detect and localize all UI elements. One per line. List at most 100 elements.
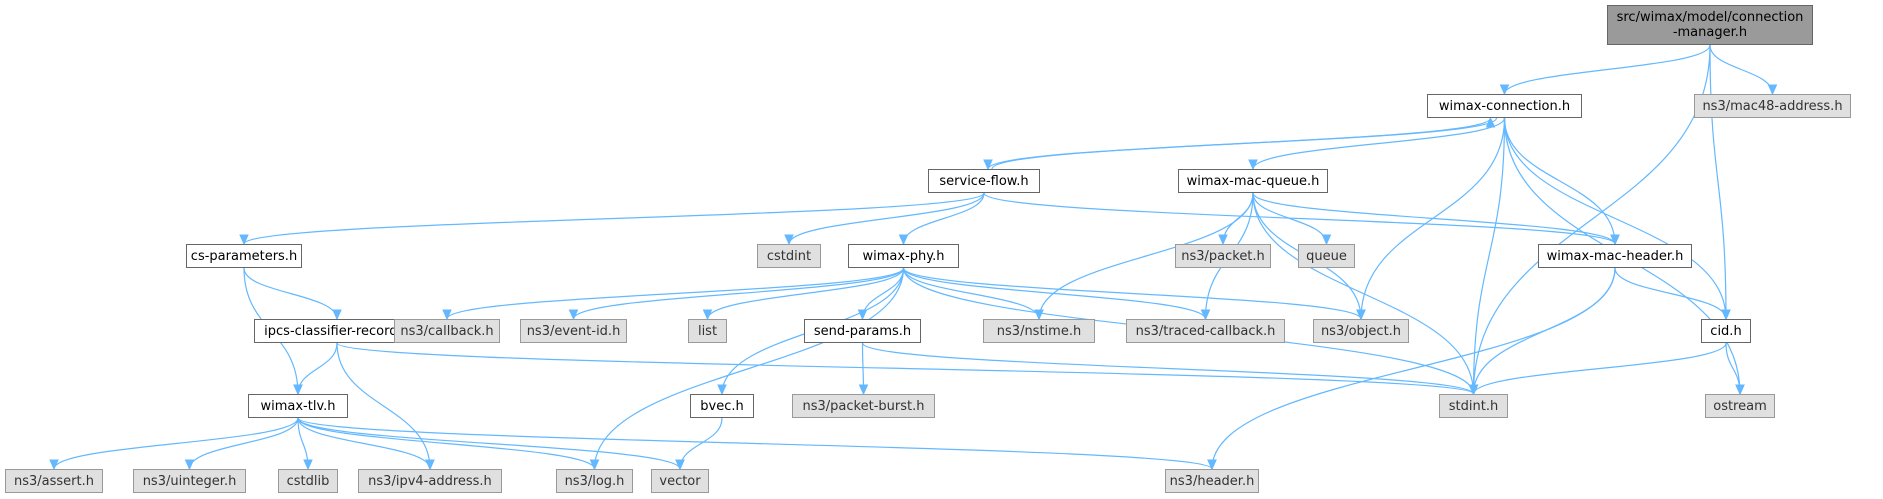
edge-ipcs-to-ipv4 <box>336 342 431 470</box>
node-wmq[interactable]: wimax-mac-queue.h <box>1178 169 1328 193</box>
edge-tlv-to-log <box>297 417 596 470</box>
node-wmh[interactable]: wimax-mac-header.h <box>1538 244 1692 268</box>
edge-root-to-mac48 <box>1709 44 1774 95</box>
edge-csparam-to-ipcs <box>243 267 338 320</box>
node-ipcs[interactable]: ipcs-classifier-record.h <box>254 319 420 343</box>
node-label: ns3/object.h <box>1320 323 1402 339</box>
node-label: queue <box>1306 248 1347 264</box>
node-label: ns3/ipv4-address.h <box>368 473 492 489</box>
node-assert: ns3/assert.h <box>5 469 103 493</box>
edge-tlv-to-assert <box>53 417 299 470</box>
node-tcb: ns3/traced-callback.h <box>1126 319 1285 343</box>
node-list: list <box>688 319 727 343</box>
node-sflow[interactable]: service-flow.h <box>928 169 1040 193</box>
edge-wphy-to-object <box>902 267 1362 320</box>
edge-sflow-to-wphy <box>902 192 985 245</box>
node-label: ns3/callback.h <box>400 323 494 339</box>
node-label: wimax-mac-queue.h <box>1186 173 1320 189</box>
node-object: ns3/object.h <box>1313 319 1409 343</box>
node-label: wimax-connection.h <box>1438 98 1571 114</box>
node-label: ns3/assert.h <box>14 473 94 489</box>
node-wphy[interactable]: wimax-phy.h <box>848 244 959 268</box>
arrowhead-tlv-to-log <box>589 459 600 471</box>
node-ostream: ostream <box>1705 394 1775 418</box>
node-label: ns3/uinteger.h <box>142 473 237 489</box>
edge-sendp-to-stdint <box>861 342 1475 395</box>
node-label: vector <box>659 473 701 489</box>
node-nstime: ns3/nstime.h <box>983 319 1095 343</box>
node-uinteger: ns3/uinteger.h <box>133 469 246 493</box>
node-label: ipcs-classifier-record.h <box>264 323 410 339</box>
arrowhead-tlv-to-vector <box>675 459 685 471</box>
edge-wconn-to-cid <box>1503 117 1727 320</box>
arrowhead-ipcs-to-tlv <box>293 384 303 396</box>
edge-wmq-to-stdint <box>1252 192 1475 395</box>
node-label: ostream <box>1713 398 1767 414</box>
arrowhead-wphy-to-eventid <box>568 309 579 321</box>
arrowhead-wphy-to-tcb <box>1200 309 1211 321</box>
node-cstdlib: cstdlib <box>278 469 338 493</box>
arrowhead-sflow-to-cstdint <box>784 234 794 246</box>
node-label: ns3/traced-callback.h <box>1135 323 1276 339</box>
node-packet: ns3/packet.h <box>1175 244 1271 268</box>
node-label: cs-parameters.h <box>190 248 298 264</box>
node-label: list <box>697 323 718 339</box>
edge-tlv-to-vector <box>297 417 681 470</box>
node-label: send-params.h <box>813 323 912 339</box>
node-tlv[interactable]: wimax-tlv.h <box>248 394 348 418</box>
arrowhead-tlv-to-header <box>1207 459 1217 471</box>
edge-wphy-to-list <box>706 267 905 320</box>
edge-ipcs-to-stdint <box>336 342 1475 395</box>
edge-root-to-wconn <box>1503 44 1711 95</box>
edge-sflow-to-csparam <box>243 192 985 245</box>
edge-wmq-to-nstime <box>1038 192 1254 320</box>
arrowhead-csparam-to-ipcs <box>332 309 342 321</box>
node-label: service-flow.h <box>939 173 1029 189</box>
arrowhead-wphy-to-nstime <box>1034 309 1044 321</box>
node-label: src/wimax/model/connection -manager.h <box>1616 10 1804 40</box>
arrowhead-sendp-to-pburst <box>858 384 869 396</box>
node-label: cid.h <box>1710 323 1742 339</box>
node-label: ns3/packet.h <box>1181 248 1265 264</box>
arrowhead-tlv-to-ipv4 <box>425 459 435 471</box>
node-pburst: ns3/packet-burst.h <box>792 394 935 418</box>
node-root[interactable]: src/wimax/model/connection -manager.h <box>1607 5 1813 45</box>
edge-wphy-to-callback <box>446 267 905 320</box>
arrowhead-wphy-to-list <box>702 309 713 321</box>
edge-wphy-to-nstime <box>902 267 1040 320</box>
arrowhead-wconn-to-sflow <box>983 159 993 171</box>
node-header: ns3/header.h <box>1165 469 1259 493</box>
arrowhead-root-to-wconn <box>1499 84 1510 96</box>
arrowhead-sflow-to-wphy <box>898 234 909 246</box>
arrowhead-tlv-to-cstdlib <box>303 459 313 471</box>
arrowhead-wconn-to-wmq <box>1248 159 1258 171</box>
edge-wmh-to-cid <box>1614 267 1727 320</box>
arrowhead-sflow-to-wconn <box>1485 116 1496 128</box>
arrowhead-wphy-to-bvec <box>717 384 727 396</box>
arrowhead-wmq-to-packet <box>1218 234 1228 246</box>
edge-wphy-to-tcb <box>902 267 1207 320</box>
node-vector: vector <box>651 469 709 493</box>
edge-sflow-to-wconn <box>991 117 1492 170</box>
arrowhead-tlv-to-uinteger <box>184 459 195 471</box>
edge-wconn-to-stdint <box>1472 117 1506 395</box>
node-label: wimax-mac-header.h <box>1546 248 1684 264</box>
arrowhead-wphy-to-callback <box>442 309 452 321</box>
edge-root-to-cid <box>1709 44 1727 320</box>
arrowhead-wphy-to-object <box>1356 309 1366 321</box>
node-callback: ns3/callback.h <box>394 319 500 343</box>
node-wconn[interactable]: wimax-connection.h <box>1427 94 1582 118</box>
edge-tlv-to-header <box>297 417 1213 470</box>
edge-cid-to-stdint <box>1472 342 1727 395</box>
edge-tlv-to-ipv4 <box>297 417 431 470</box>
node-bvec[interactable]: bvec.h <box>690 394 754 418</box>
node-cid[interactable]: cid.h <box>1701 319 1751 343</box>
edge-wphy-to-log <box>593 267 905 470</box>
node-label: cstdlib <box>286 473 330 489</box>
edge-wconn-to-wmq <box>1252 117 1506 170</box>
node-log: ns3/log.h <box>556 469 633 493</box>
node-sendp[interactable]: send-params.h <box>804 319 921 343</box>
node-csparam[interactable]: cs-parameters.h <box>186 244 302 268</box>
